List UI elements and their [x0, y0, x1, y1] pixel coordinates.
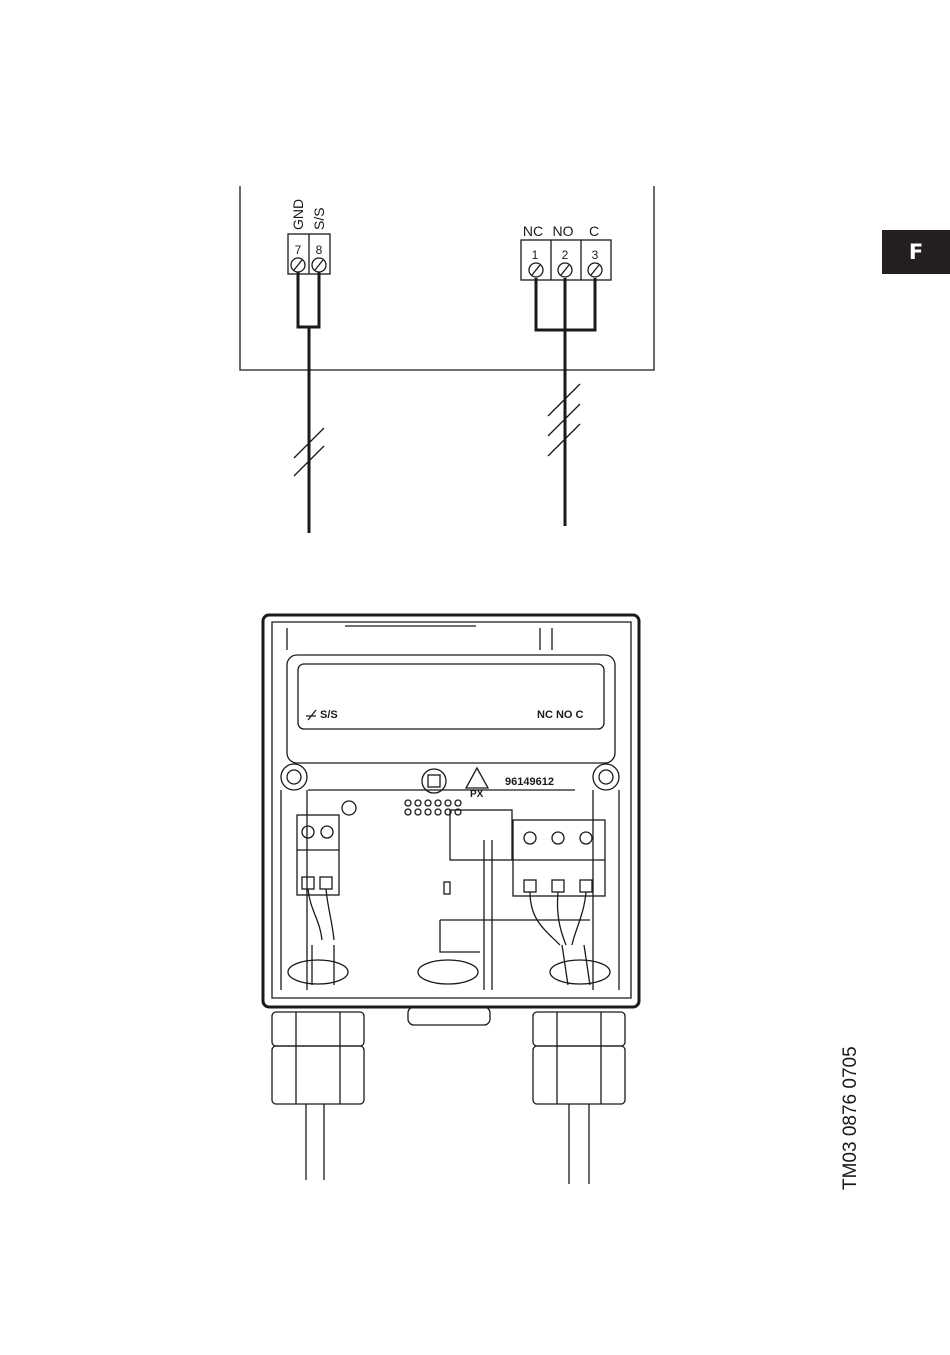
- screw-icon: [558, 263, 572, 277]
- internal-wire: [308, 889, 334, 940]
- internal-wire: [530, 892, 586, 945]
- cable-entry-right: [550, 960, 610, 984]
- device-terminal-right: [513, 820, 605, 896]
- section-tab: F: [882, 230, 950, 274]
- cable-gnd-ss: [298, 272, 319, 533]
- device-label-ss: S/S: [320, 709, 338, 721]
- cable-entry-center: [418, 960, 478, 984]
- terminal-number-2: 2: [562, 248, 569, 262]
- cable-entry-left: [288, 960, 348, 984]
- terminal-number-8: 8: [316, 243, 323, 257]
- screw-icon: [529, 263, 543, 277]
- device-illustration: S/S NC NO C PX 96149612: [263, 615, 639, 1184]
- mounting-post-right: [593, 764, 619, 990]
- terminal-label-ss: S/S: [311, 207, 327, 230]
- device-terminal-left: [297, 815, 339, 895]
- indicator-dots: [405, 800, 461, 815]
- ground-symbol-icon: [306, 710, 316, 720]
- terminal-label-gnd: GND: [290, 199, 306, 230]
- terminal-label-nc: NC: [523, 223, 543, 239]
- terminal-block-relay: NC NO C 1 2 3: [521, 223, 611, 280]
- terminal-block-gnd-ss: GND S/S 7 8: [288, 199, 330, 274]
- terminal-label-no: NO: [553, 223, 574, 239]
- cable-gland-left: [272, 1012, 364, 1180]
- wiring-schematic: GND S/S 7 8 NC NO C 1 2 3: [240, 186, 654, 533]
- terminal-number-7: 7: [295, 243, 302, 257]
- terminal-number-3: 3: [592, 248, 599, 262]
- cable-gland-right: [533, 1012, 625, 1184]
- terminal-label-c: C: [589, 223, 599, 239]
- figure-reference: TM03 0876 0705: [840, 1046, 862, 1190]
- screw-icon: [588, 263, 602, 277]
- device-label-relay: NC NO C: [537, 709, 584, 721]
- cable-relay: [536, 278, 595, 526]
- part-number: 96149612: [505, 776, 554, 788]
- screw-icon: [291, 258, 305, 272]
- terminal-number-1: 1: [532, 248, 539, 262]
- material-mark: PX: [470, 789, 484, 800]
- recycle-icon: [466, 768, 488, 788]
- screw-icon: [312, 258, 326, 272]
